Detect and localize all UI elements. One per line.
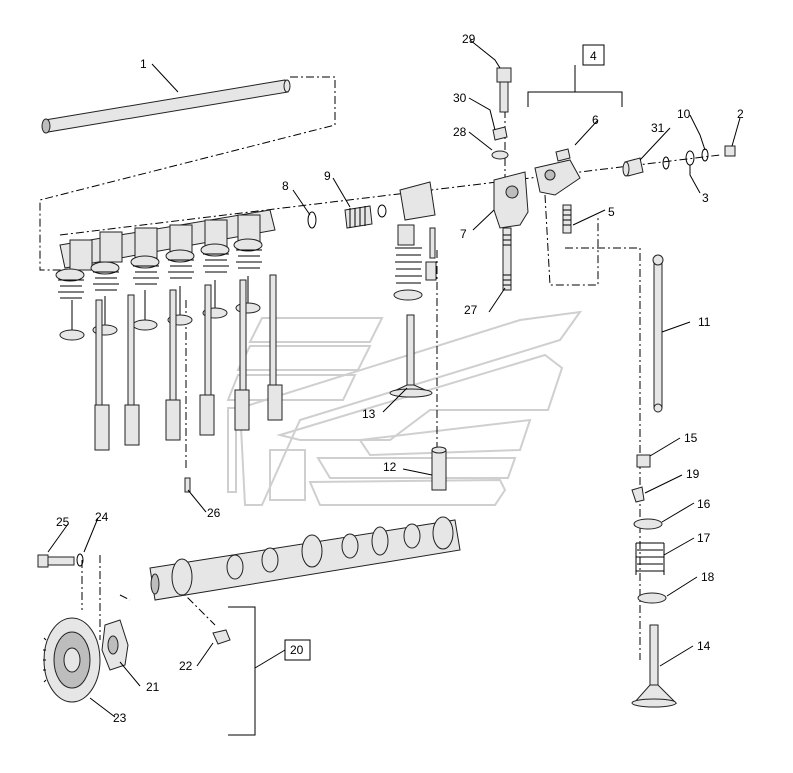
spring-seat [637, 592, 667, 604]
flat-washer [491, 150, 509, 160]
callout-6: 6 [592, 113, 599, 127]
watermark-logo [226, 310, 583, 506]
callout-16: 16 [697, 497, 711, 511]
callout-21: 21 [146, 680, 160, 694]
callout-14: 14 [697, 639, 711, 653]
lock-washer [76, 553, 84, 567]
valve-tappet [636, 454, 651, 468]
callout-2: 2 [737, 107, 744, 121]
callout-10: 10 [677, 107, 691, 121]
washer-ring [377, 204, 387, 218]
rocker-spring [344, 205, 373, 229]
adjusting-screw [562, 204, 572, 234]
leader-lines [47, 39, 741, 718]
valve-spring [635, 542, 665, 575]
group-bracket-20-stem [254, 649, 286, 669]
exhaust-valve [631, 624, 678, 708]
callout-11: 11 [698, 315, 711, 329]
retaining-clip [685, 150, 695, 166]
group-bracket-4 [527, 91, 623, 107]
valve-keeper [631, 486, 645, 503]
callout-1: 1 [140, 57, 147, 71]
callout-9: 9 [324, 169, 331, 183]
callout-18: 18 [701, 570, 715, 584]
callout-8: 8 [282, 179, 289, 193]
bracket-stud [502, 227, 512, 291]
rocker-shaft [41, 79, 291, 134]
rocker-arm [534, 159, 581, 196]
callout-20: 20 [290, 643, 304, 657]
callout-24: 24 [95, 510, 109, 524]
callout-25: 25 [56, 515, 70, 529]
gear-bolt [37, 554, 75, 568]
circlip [701, 148, 709, 162]
adjusting-nut [555, 148, 571, 162]
callout-19: 19 [686, 467, 700, 481]
callout-7: 7 [460, 227, 467, 241]
callout-15: 15 [684, 431, 698, 445]
snap-ring [307, 211, 317, 229]
end-plug [724, 145, 736, 157]
assembly-lines [39, 76, 721, 660]
woodruff-key [212, 629, 231, 645]
callout-26: 26 [207, 506, 221, 520]
pushrod [652, 254, 664, 413]
bracket-bolt [496, 67, 512, 113]
callout-13: 13 [362, 407, 376, 421]
callout-23: 23 [113, 711, 127, 725]
dowel-pin [184, 477, 191, 493]
callout-4: 4 [590, 49, 597, 63]
callout-29: 29 [462, 32, 476, 46]
callout-17: 17 [697, 531, 711, 545]
callout-22: 22 [179, 659, 193, 673]
callout-27: 27 [464, 303, 478, 317]
thrust-plate [101, 619, 129, 671]
callout-30: 30 [453, 91, 467, 105]
valve-train-assembly [55, 209, 283, 451]
intake-valve [389, 314, 433, 398]
valve-guide [431, 446, 447, 491]
callout-31: 31 [651, 121, 665, 135]
callout-box-20 [284, 639, 311, 661]
callout-3: 3 [702, 191, 709, 205]
callout-12: 12 [383, 460, 397, 474]
callout-5: 5 [608, 205, 615, 219]
spacer-bushing [622, 157, 644, 177]
callout-28: 28 [453, 125, 467, 139]
cam-gear [43, 617, 101, 703]
camshaft [149, 516, 461, 601]
callout-box-4 [582, 44, 605, 66]
rocker-bracket [493, 171, 529, 229]
center-rocker-assembly [393, 181, 437, 301]
spring-washer [662, 156, 670, 170]
hex-nut [492, 126, 508, 141]
callout-labels: 1 2 3 4 5 6 7 8 9 10 11 12 13 14 15 16 1… [56, 32, 744, 725]
group-bracket-20 [228, 606, 256, 736]
spring-retainer [633, 518, 663, 530]
